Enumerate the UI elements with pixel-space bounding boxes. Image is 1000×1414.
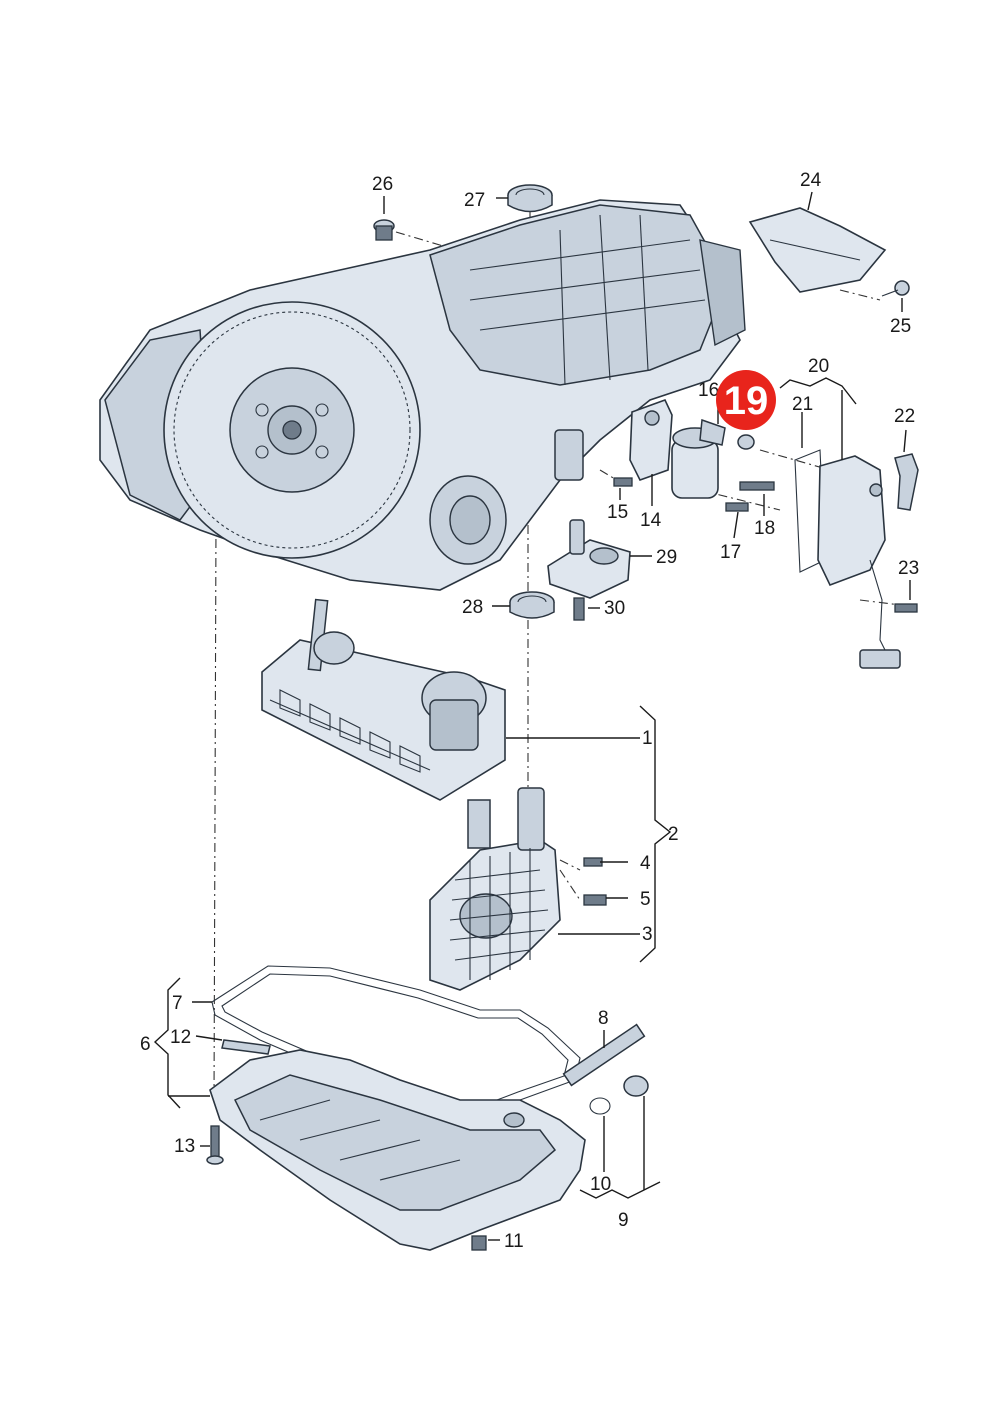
callout-21: 21 — [792, 394, 813, 415]
callout-12: 12 — [170, 1027, 191, 1048]
callout-14: 14 — [640, 510, 662, 531]
part-12-strip — [221, 1039, 271, 1055]
part-25-bolt — [881, 280, 910, 297]
part-20-cover — [817, 455, 886, 587]
part-24-heat-shield — [748, 207, 887, 293]
callout-27: 27 — [464, 190, 485, 211]
part-28-seal — [509, 591, 555, 619]
part-9-plug — [623, 1075, 649, 1097]
callout-1: 1 — [642, 728, 653, 749]
callout-26: 26 — [372, 174, 393, 195]
leader-lines — [153, 191, 911, 1241]
part-17-bolt — [725, 502, 749, 512]
part-22-lever — [894, 453, 919, 511]
part-10-seal — [589, 1097, 611, 1115]
part-27-seal — [507, 184, 553, 213]
callout-29: 29 — [656, 547, 677, 568]
callout-3: 3 — [642, 924, 653, 945]
part-1-valve-body — [261, 598, 506, 801]
callout-6: 6 — [140, 1034, 151, 1055]
part-26-plug — [373, 219, 395, 241]
callout-9: 9 — [618, 1210, 629, 1231]
callout-22: 22 — [894, 406, 915, 427]
highlight-label: 19 — [724, 379, 769, 423]
callout-4: 4 — [640, 853, 651, 874]
callout-13: 13 — [174, 1136, 195, 1157]
callout-15: 15 — [607, 502, 628, 523]
highlight-circle — [716, 370, 776, 430]
part-18-bolt — [739, 481, 775, 491]
callout-11: 11 — [504, 1231, 524, 1252]
callout-30: 30 — [604, 598, 625, 619]
part-29-bracket — [547, 519, 631, 599]
callout-2: 2 — [668, 824, 679, 845]
callout-23: 23 — [898, 558, 919, 579]
part-4-bolt — [583, 857, 603, 867]
callout-28: 28 — [462, 597, 483, 618]
transmission-housing — [99, 199, 746, 591]
highlight-badge-19: 19 — [716, 370, 776, 430]
callout-10: 10 — [590, 1174, 611, 1195]
part-11-drain-plug — [471, 1235, 487, 1251]
part-13-bolt — [206, 1125, 224, 1165]
part-14-cover — [629, 398, 673, 481]
part-19-washer — [737, 434, 755, 450]
callout-7: 7 — [172, 993, 183, 1014]
callout-8: 8 — [598, 1008, 609, 1029]
part-16-pump — [671, 418, 726, 499]
callout-17: 17 — [720, 542, 741, 563]
callout-24: 24 — [800, 170, 822, 191]
part-23-bolt-and-sensor — [859, 559, 918, 669]
callout-20: 20 — [808, 356, 829, 377]
part-15-bolt — [613, 477, 633, 487]
part-6-oil-pan — [209, 1049, 586, 1251]
part-30-bolt — [573, 597, 585, 621]
part-8-filler-tube — [562, 1023, 646, 1087]
part-5-bolt — [583, 894, 607, 906]
callout-labels: 1 2 3 4 5 6 7 8 9 10 11 12 13 14 15 16 1… — [140, 170, 919, 1252]
callout-5: 5 — [640, 889, 651, 910]
callout-25: 25 — [890, 316, 911, 337]
callout-16: 16 — [698, 380, 719, 401]
part-3-control-unit — [429, 787, 561, 991]
callout-18: 18 — [754, 518, 775, 539]
